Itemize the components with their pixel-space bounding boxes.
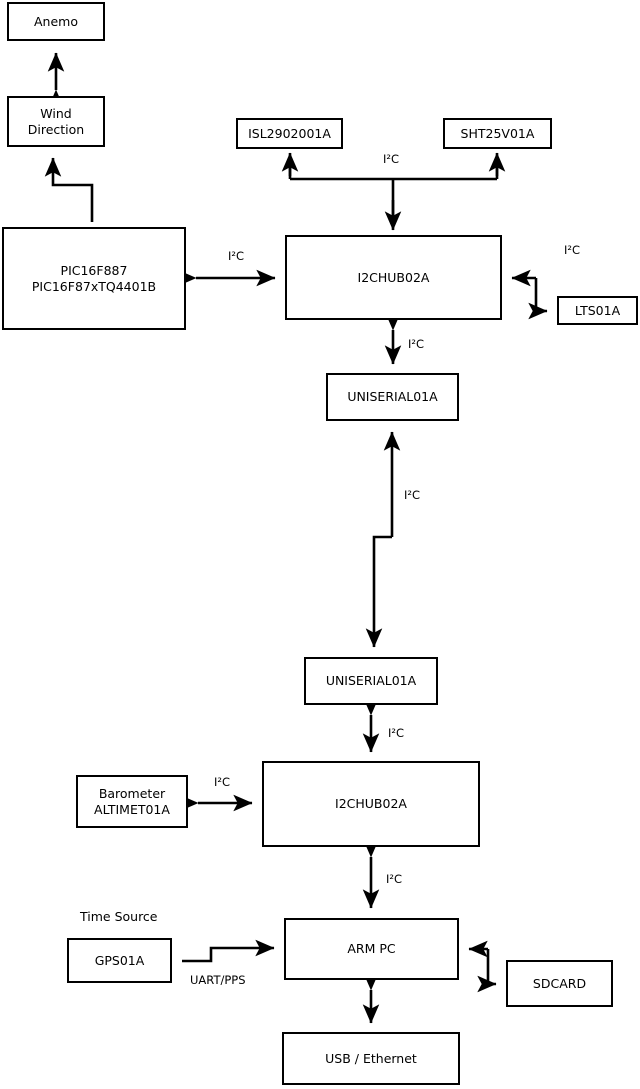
label-time-source: Time Source xyxy=(80,909,158,924)
node-isl2902001a-label: ISL2902001A xyxy=(248,125,331,141)
node-uniserial01a-upper-label: UNISERIAL01A xyxy=(347,389,438,405)
edge-label-i2c-uniserial-hub2: I²C xyxy=(388,726,405,740)
edge-hubtop-lts-out xyxy=(528,278,548,320)
node-uniserial01a-lower[interactable]: UNISERIAL01A xyxy=(304,657,438,705)
edge-label-i2c-baro-hub2: I²C xyxy=(214,775,231,789)
node-i2chub02a-top-label: I2CHUB02A xyxy=(357,269,430,285)
edge-armpc-sdcard-out xyxy=(477,949,497,993)
node-gps01a[interactable]: GPS01A xyxy=(67,938,172,983)
node-uniserial01a-lower-label: UNISERIAL01A xyxy=(325,673,417,689)
edge-label-i2c-uniserial-link: I²C xyxy=(404,488,421,502)
node-sht25v01a[interactable]: SHT25V01A xyxy=(443,118,552,149)
edge-label-i2c-pic-hub: I²C xyxy=(228,249,245,263)
node-uniserial01a-upper[interactable]: UNISERIAL01A xyxy=(326,373,459,421)
edge-label-i2c-hub-lts: I²C xyxy=(564,243,581,257)
node-i2chub02a-bottom[interactable]: I2CHUB02A xyxy=(262,761,480,847)
node-sht25v01a-label: SHT25V01A xyxy=(460,125,535,141)
node-gps01a-label: GPS01A xyxy=(94,952,145,968)
edge-label-i2c-hub-sensors: I²C xyxy=(383,152,400,166)
node-sdcard-label: SDCARD xyxy=(532,975,587,991)
node-anemo-label: Anemo xyxy=(34,13,78,29)
edge-pic-wind xyxy=(44,157,94,222)
node-isl2902001a[interactable]: ISL2902001A xyxy=(236,118,343,149)
node-i2chub02a-top[interactable]: I2CHUB02A xyxy=(285,235,502,320)
node-anemo[interactable]: Anemo xyxy=(7,2,105,41)
node-lts01a-label: LTS01A xyxy=(574,302,621,318)
node-arm-pc[interactable]: ARM PC xyxy=(284,918,459,980)
edge-label-uart-pps: UART/PPS xyxy=(190,973,246,987)
edge-gps-armpc xyxy=(182,939,275,963)
node-arm-pc-label: ARM PC xyxy=(347,941,396,957)
node-usb-ethernet[interactable]: USB / Ethernet xyxy=(282,1032,460,1085)
node-i2chub02a-bottom-label: I2CHUB02A xyxy=(335,796,407,812)
edge-label-i2c-hub-uniserial: I²C xyxy=(408,337,425,351)
edge-uniser-link-jog xyxy=(365,535,392,648)
edge-label-i2c-hub2-arm: I²C xyxy=(386,872,403,886)
node-usb-ethernet-label: USB / Ethernet xyxy=(325,1050,417,1066)
edge-hubtop-sensors xyxy=(288,160,499,225)
node-lts01a[interactable]: LTS01A xyxy=(557,296,638,325)
node-sdcard[interactable]: SDCARD xyxy=(506,960,613,1007)
